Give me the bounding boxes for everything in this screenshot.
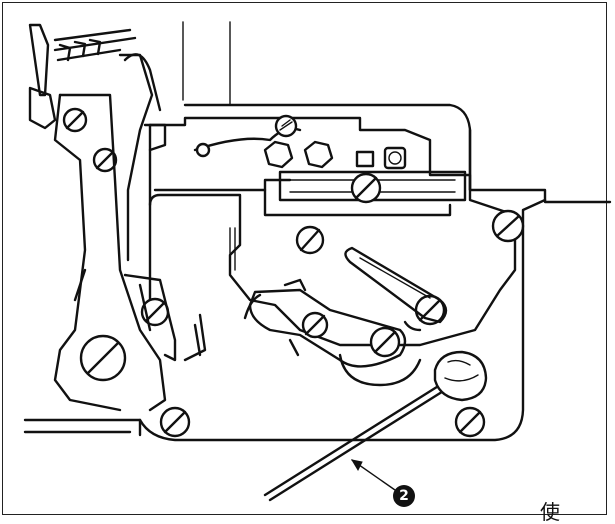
corner-caption-text: 使: [540, 500, 560, 524]
adjustment-tool: [263, 350, 488, 502]
adjustment-plate: [193, 114, 467, 202]
figure-frame: [2, 2, 607, 515]
hex-nuts: [263, 140, 407, 170]
slotted-link: [344, 246, 448, 332]
callout-number-2: 2: [393, 485, 415, 507]
looper-holder: [243, 278, 422, 387]
cover-plate: [148, 116, 517, 347]
machine-bed: [23, 21, 612, 442]
presser-foot: [28, 23, 207, 412]
